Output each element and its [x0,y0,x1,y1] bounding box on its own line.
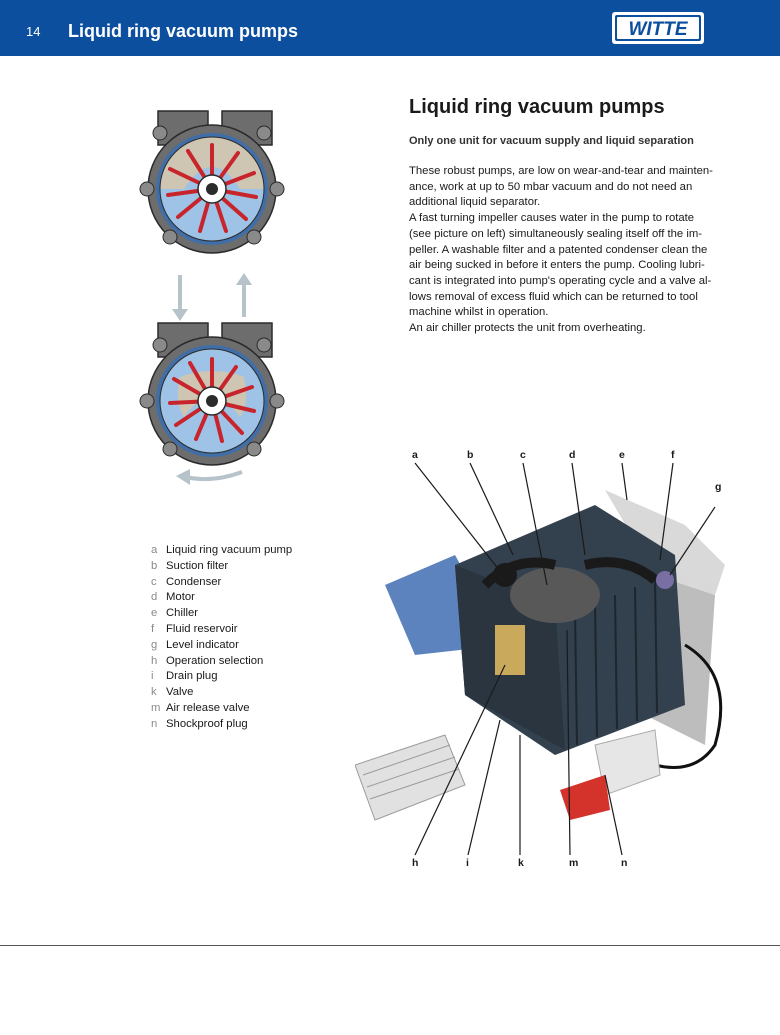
legend-label: Level indicator [166,638,239,651]
callout-n: n [621,857,628,869]
legend-key: m [151,701,161,714]
footer-rule [0,945,780,946]
legend-item: d Motor [151,590,391,606]
up-arrow-icon [236,273,252,317]
pump-cross-section-icon [139,110,285,254]
callout-c: c [520,449,526,461]
logo-text: WITTE [628,19,688,40]
legend-item: i Drain plug [151,669,391,685]
callout-m: m [569,857,579,869]
pump-diagram [139,110,285,485]
article-title: Liquid ring vacuum pumps [409,96,665,118]
legend-key: a [151,544,158,556]
legend-key: h [151,654,158,667]
legend-key: i [151,670,154,683]
callout-f: f [671,449,675,461]
legend-item: k Valve [151,685,391,701]
legend-label: Shockproof plug [166,717,248,730]
legend-label: Condenser [166,575,222,588]
legend-label: Drain plug [166,670,218,683]
legend-label: Chiller [166,607,199,620]
legend-key: e [151,607,158,620]
legend-label: Operation selection [166,654,264,667]
down-arrow-icon [172,275,188,321]
legend-item: n Shockproof plug [151,717,391,733]
legend-item: g Level indicator [151,638,391,654]
legend-item: e Chiller [151,606,391,622]
rotation-arrow-icon [176,469,243,485]
callout-g: g [715,481,722,493]
legend-item: h Operation selection [151,654,391,670]
callout-h: h [412,857,419,869]
legend-key: c [151,575,157,588]
callout-k: k [518,857,524,869]
legend-label: Motor [166,591,195,604]
witte-logo: WITTE [612,12,704,44]
callout-i: i [466,857,469,869]
product-photo [355,462,725,856]
header-bar: 14 Liquid ring vacuum pumps WITTE [0,0,780,56]
callout-d: d [569,449,576,461]
callout-e: e [619,449,625,461]
legend-item: a Liquid ring vacuum pump [151,543,391,559]
legend-key: g [151,638,158,651]
legend: a Liquid ring vacuum pump b Suction filter… [151,543,391,733]
legend-item: b Suction filter [151,559,391,575]
legend-label: Fluid reservoir [166,622,238,635]
legend-key: d [151,591,158,604]
page-number: 14 [26,24,41,39]
legend-key: k [151,686,157,699]
callout-a: a [412,449,418,461]
legend-label: Valve [166,686,194,699]
header-title: Liquid ring vacuum pumps [68,21,299,41]
legend-key: f [151,622,155,635]
callout-b: b [467,449,474,461]
legend-label: Air release valve [166,701,250,714]
article-paragraph: A fast turning impeller causes water in … [409,212,712,319]
article-paragraph: An air chiller protects the unit from ov… [409,322,646,335]
legend-item: c Condenser [151,575,391,591]
pump-cross-section-icon [139,322,285,466]
legend-item: m Air release valve [151,701,391,717]
legend-item: f Fluid reservoir [151,622,391,638]
article-subtitle: Only one unit for vacuum supply and liqu… [409,135,694,147]
legend-label: Liquid ring vacuum pump [166,544,293,556]
legend-label: Suction filter [166,559,229,572]
legend-key: n [151,717,158,730]
legend-key: b [151,559,158,572]
article-body: These robust pumps, are low on wear-and-… [409,164,719,337]
article-paragraph: These robust pumps, are low on wear-and-… [409,165,713,209]
